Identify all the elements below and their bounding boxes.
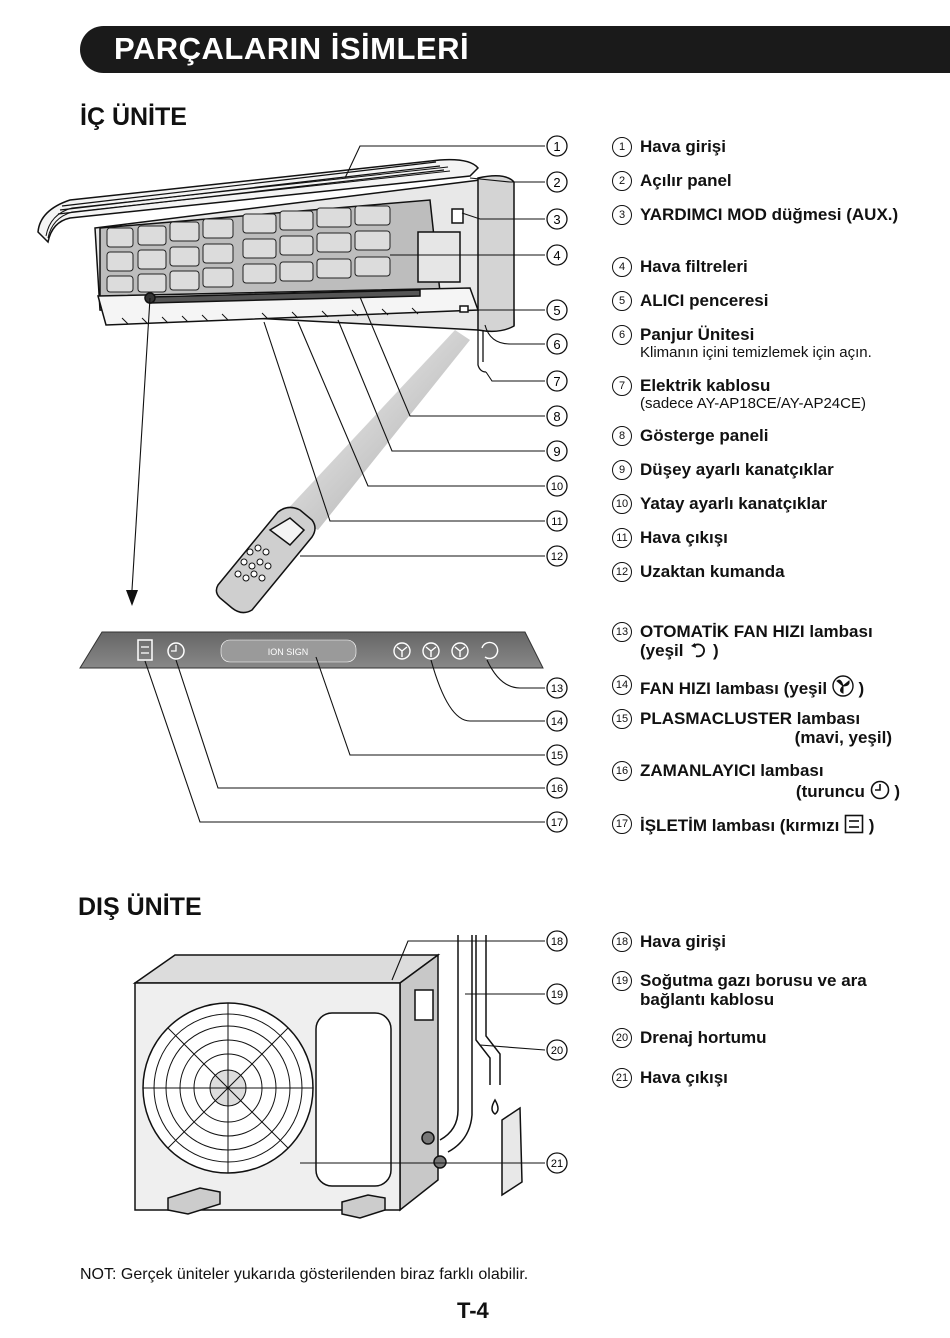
callout-19: 19 [551, 989, 563, 1001]
callout-15: 15 [551, 750, 563, 762]
operation-icon [844, 814, 864, 834]
legend-num: 8 [612, 426, 632, 446]
footer-note: NOT: Gerçek üniteler yukarıda gösterilen… [80, 1266, 529, 1283]
legend-num: 4 [612, 257, 632, 277]
callout-16: 16 [551, 783, 563, 795]
legend-num: 10 [612, 494, 632, 514]
legend-subtext: (sadece AY-AP18CE/AY-AP24CE) [640, 395, 866, 412]
callout-9: 9 [553, 444, 560, 459]
remote-control-drawing [215, 506, 316, 614]
legend-num: 11 [612, 528, 632, 548]
callout-18: 18 [551, 936, 563, 948]
callout-20: 20 [551, 1045, 563, 1057]
legend-num: 3 [612, 205, 632, 225]
page-title-banner: PARÇALARIN İSİMLERİ [80, 26, 950, 73]
auto-fan-icon [691, 643, 706, 658]
display-panel-arrow [126, 590, 138, 606]
indoor-section-title: İÇ ÜNİTE [80, 103, 187, 131]
callout-1: 1 [553, 139, 560, 154]
legend-num: 21 [612, 1068, 632, 1088]
legend-num: 13 [612, 622, 632, 642]
legend-num: 9 [612, 460, 632, 480]
legend-num: 18 [612, 932, 632, 952]
callout-12: 12 [551, 551, 563, 563]
callout-11: 11 [551, 516, 562, 528]
display-panel-drawing: ION SIGN [79, 631, 544, 669]
callout-5: 5 [553, 303, 560, 318]
display-leader-lines [144, 656, 545, 823]
legend-subtext: Klimanın içini temizlemek için açın. [640, 344, 872, 361]
callout-10: 10 [551, 481, 563, 493]
indoor-unit-drawing [37, 158, 515, 373]
callout-14: 14 [551, 716, 563, 728]
legend-num: 20 [612, 1028, 632, 1048]
outdoor-section-title: DIŞ ÜNİTE [78, 893, 202, 921]
legend-num: 16 [612, 761, 632, 781]
legend-num: 12 [612, 562, 632, 582]
callout-6: 6 [553, 337, 560, 352]
callout-8: 8 [553, 409, 560, 424]
outdoor-leader-lines [300, 940, 546, 1164]
legend-num: 14 [612, 675, 632, 695]
legend-num: 5 [612, 291, 632, 311]
legend-num: 6 [612, 325, 632, 345]
ion-sign-label: ION SIGN [268, 647, 309, 657]
callout-2: 2 [553, 175, 560, 190]
callout-circles: 1 2 3 4 5 6 7 8 9 10 11 12 13 14 15 16 1… [546, 135, 568, 1174]
page-number: T-4 [457, 1298, 489, 1323]
legend-num: 17 [612, 814, 632, 834]
outdoor-unit-drawing [132, 935, 523, 1219]
legend-num: 2 [612, 171, 632, 191]
callout-4: 4 [553, 248, 560, 263]
indoor-leader-lines [131, 145, 545, 591]
callout-17: 17 [551, 817, 563, 829]
legend-num: 19 [612, 971, 632, 991]
callout-21: 21 [551, 1158, 563, 1170]
page-title: PARÇALARIN İSİMLERİ [114, 31, 470, 66]
legend-num: 1 [612, 137, 632, 157]
legend-num: 15 [612, 709, 632, 729]
fan-icon [832, 675, 854, 697]
legend-num: 7 [612, 376, 632, 396]
callout-3: 3 [553, 212, 560, 227]
callout-13: 13 [551, 683, 563, 695]
remote-signal-beam [282, 330, 470, 530]
timer-icon [870, 780, 889, 800]
callout-7: 7 [553, 374, 560, 389]
